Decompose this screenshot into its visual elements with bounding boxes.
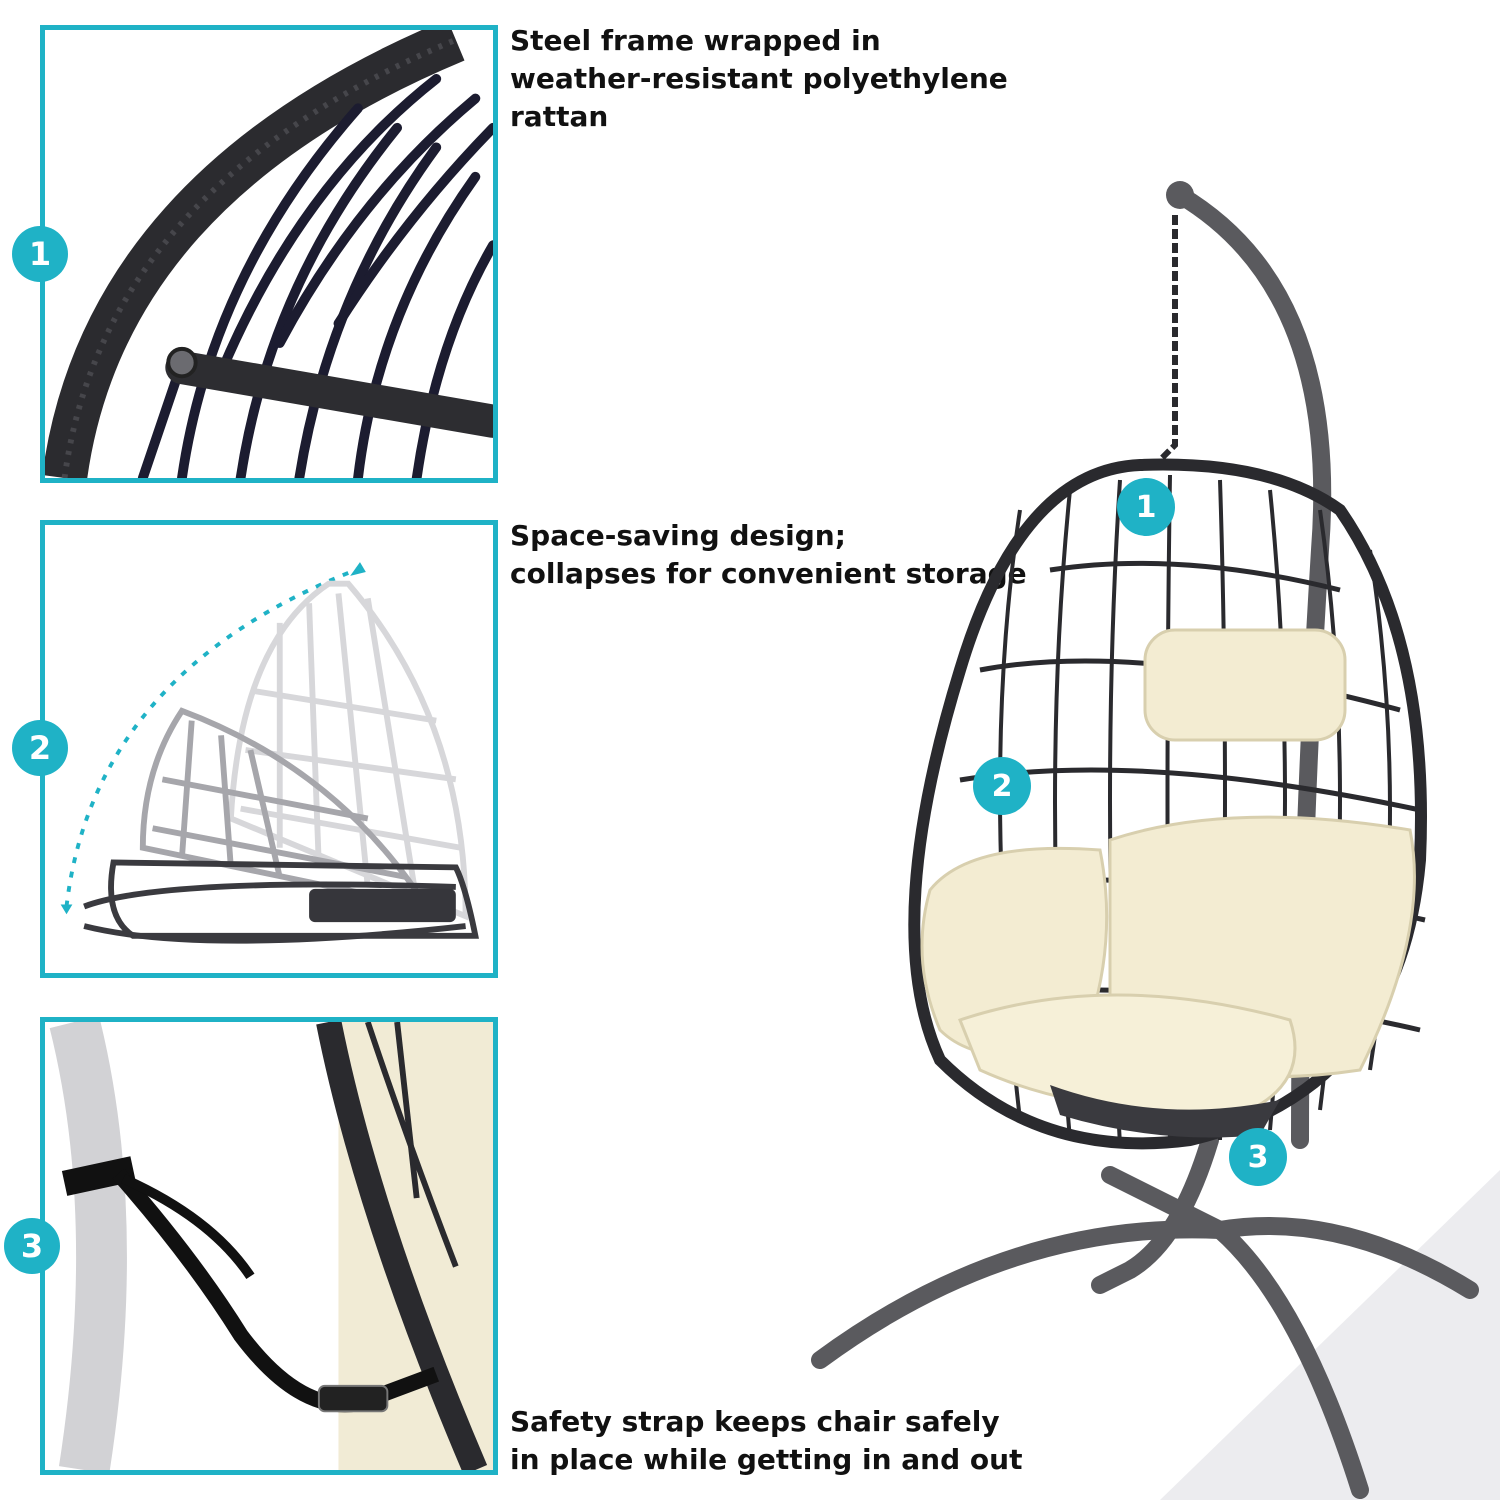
detail-panel-strap [40, 1017, 498, 1475]
hero-callout-badge-3: 3 [1229, 1128, 1287, 1186]
safety-strap-image [49, 1022, 493, 1470]
callout-caption-1: Steel frame wrapped in weather-resistant… [510, 22, 1110, 136]
collapsing-chair-image [60, 562, 479, 944]
callout-caption-2: Space-saving design; collapses for conve… [510, 517, 1110, 593]
callout-1-line-1: Steel frame wrapped in [510, 24, 881, 57]
callout-1-line-2: weather-resistant polyethylene rattan [510, 62, 1008, 133]
callout-badge-3: 3 [4, 1218, 60, 1274]
hero-callout-badge-2: 2 [973, 757, 1031, 815]
callout-3-line-2: in place while getting in and out [510, 1443, 1023, 1476]
hero-callout-badge-1: 1 [1117, 478, 1175, 536]
detail-panel-frame [40, 25, 498, 483]
rattan-frame-closeup-image [45, 30, 493, 478]
callout-2-line-1: Space-saving design; [510, 519, 846, 552]
callout-3-line-1: Safety strap keeps chair safely [510, 1405, 1000, 1438]
egg-chair-product-image [780, 170, 1500, 1500]
callout-badge-1: 1 [12, 226, 68, 282]
egg-chair-illustration [811, 181, 1500, 1500]
callout-caption-3: Safety strap keeps chair safely in place… [510, 1403, 1110, 1479]
detail-panel-collapse [40, 520, 498, 978]
callout-2-line-2: collapses for convenient storage [510, 557, 1027, 590]
callout-badge-2: 2 [12, 720, 68, 776]
